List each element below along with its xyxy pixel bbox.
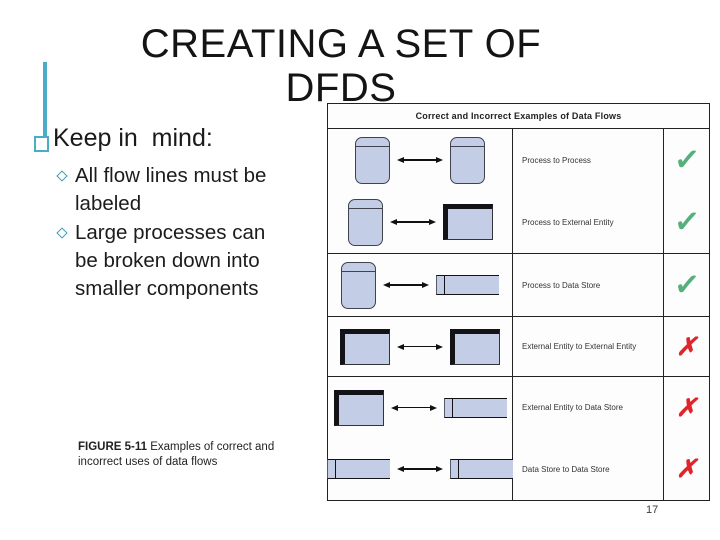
process-shape [347, 198, 383, 246]
label-cell: External Entity to Data Store [512, 377, 663, 438]
arrow-line [404, 159, 436, 161]
process-shape [450, 136, 485, 184]
diamond-bullet-icon [56, 227, 68, 239]
external-entity-shape [442, 204, 493, 240]
figure-header: Correct and Incorrect Examples of Data F… [328, 104, 709, 129]
arrow-line [390, 284, 422, 286]
verdict-cell: ✓ [663, 129, 709, 191]
double-arrow-icon [383, 282, 429, 288]
double-arrow-icon [390, 404, 437, 411]
table-row: Process to External Entity✓ [328, 191, 709, 254]
figure-caption: FIGURE 5-11 Examples of correct and inco… [78, 440, 306, 470]
cross-icon: ✗ [676, 455, 697, 483]
verdict-cell: ✗ [663, 377, 709, 438]
bullet-text: All flow lines must be labeled [75, 164, 267, 215]
arrowhead-left [397, 157, 404, 163]
process-shape [341, 261, 376, 309]
double-arrow-icon [397, 157, 443, 163]
verdict-cell: ✓ [663, 191, 709, 253]
label-cell: Data Store to Data Store [512, 438, 663, 500]
figure-panel: Correct and Incorrect Examples of Data F… [327, 103, 710, 501]
double-arrow-icon [397, 466, 443, 472]
arrow-line [404, 345, 436, 348]
keep-in-mind-heading: Keep in mind: [34, 124, 213, 153]
label-cell: Process to External Entity [512, 191, 663, 253]
check-icon: ✓ [672, 266, 701, 303]
diagram-cell [328, 129, 512, 191]
page-title: CREATING A SET OF DFDS [91, 22, 591, 110]
external-entity-shape [333, 389, 384, 426]
page-number: 17 [646, 504, 659, 516]
external-entity-shape [340, 328, 390, 365]
diamond-bullet-icon [56, 170, 68, 182]
label-cell: External Entity to External Entity [512, 317, 663, 376]
diagram-cell [328, 191, 512, 253]
accent-bar [43, 62, 47, 137]
figure-caption-number: FIGURE 5-11 [78, 441, 148, 453]
figure-caption-text: Examples of correct and incorrect uses o… [78, 441, 275, 468]
cross-icon: ✗ [676, 332, 697, 361]
double-arrow-icon [389, 219, 436, 225]
cross-icon: ✗ [676, 393, 697, 422]
page-title-line2: DFDS [285, 66, 397, 110]
arrowhead-right [429, 404, 437, 411]
arrowhead-left [390, 404, 398, 411]
arrowhead-left [389, 219, 397, 225]
diagram-cell [328, 254, 512, 316]
data-store-shape [450, 459, 513, 479]
table-row: Data Store to Data Store ✗ [327, 438, 709, 500]
arrowhead-left [397, 343, 404, 350]
keep-in-mind-label: Keep in mind: [53, 124, 213, 152]
verdict-cell: ✗ [663, 317, 709, 376]
arrowhead-left [383, 282, 390, 288]
page-title-line1: CREATING A SET OF [140, 22, 542, 66]
verdict-cell: ✓ [663, 254, 709, 316]
arrowhead-left [397, 466, 404, 472]
diagram-cell [328, 377, 512, 438]
arrow-line [397, 406, 430, 409]
label-cell: Process to Data Store [512, 254, 663, 316]
data-store-shape [327, 459, 390, 479]
diagram-cell [328, 317, 512, 376]
external-entity-shape [450, 328, 500, 365]
square-bullet-icon [34, 136, 49, 152]
arrow-line [404, 468, 436, 470]
check-icon: ✓ [672, 203, 701, 240]
label-cell: Process to Process [512, 129, 663, 191]
arrowhead-right [436, 343, 443, 350]
bullet-text: Large processes can be broken down into … [75, 221, 266, 300]
list-item: All flow lines must be labeled [56, 162, 290, 218]
arrowhead-right [436, 466, 443, 472]
data-store-shape [443, 397, 507, 418]
double-arrow-icon [397, 343, 443, 350]
table-row: Process to Process✓ [328, 129, 709, 191]
table-row: External Entity to External Entity ✗ [328, 317, 709, 377]
process-shape [355, 136, 390, 184]
table-row: External Entity to Data Store ✗ [328, 377, 709, 438]
data-store-shape [436, 275, 499, 295]
arrowhead-right [428, 219, 436, 225]
table-row: Process to Data Store✓ [328, 254, 709, 317]
check-icon: ✓ [672, 141, 701, 178]
verdict-cell: ✗ [663, 438, 709, 500]
arrowhead-right [436, 157, 443, 163]
list-item: Large processes can be broken down into … [56, 219, 290, 303]
figure-body: Process to Process✓Process to External E… [327, 129, 709, 500]
arrowhead-right [422, 282, 429, 288]
diagram-cell [327, 438, 513, 500]
arrow-line [396, 221, 429, 223]
